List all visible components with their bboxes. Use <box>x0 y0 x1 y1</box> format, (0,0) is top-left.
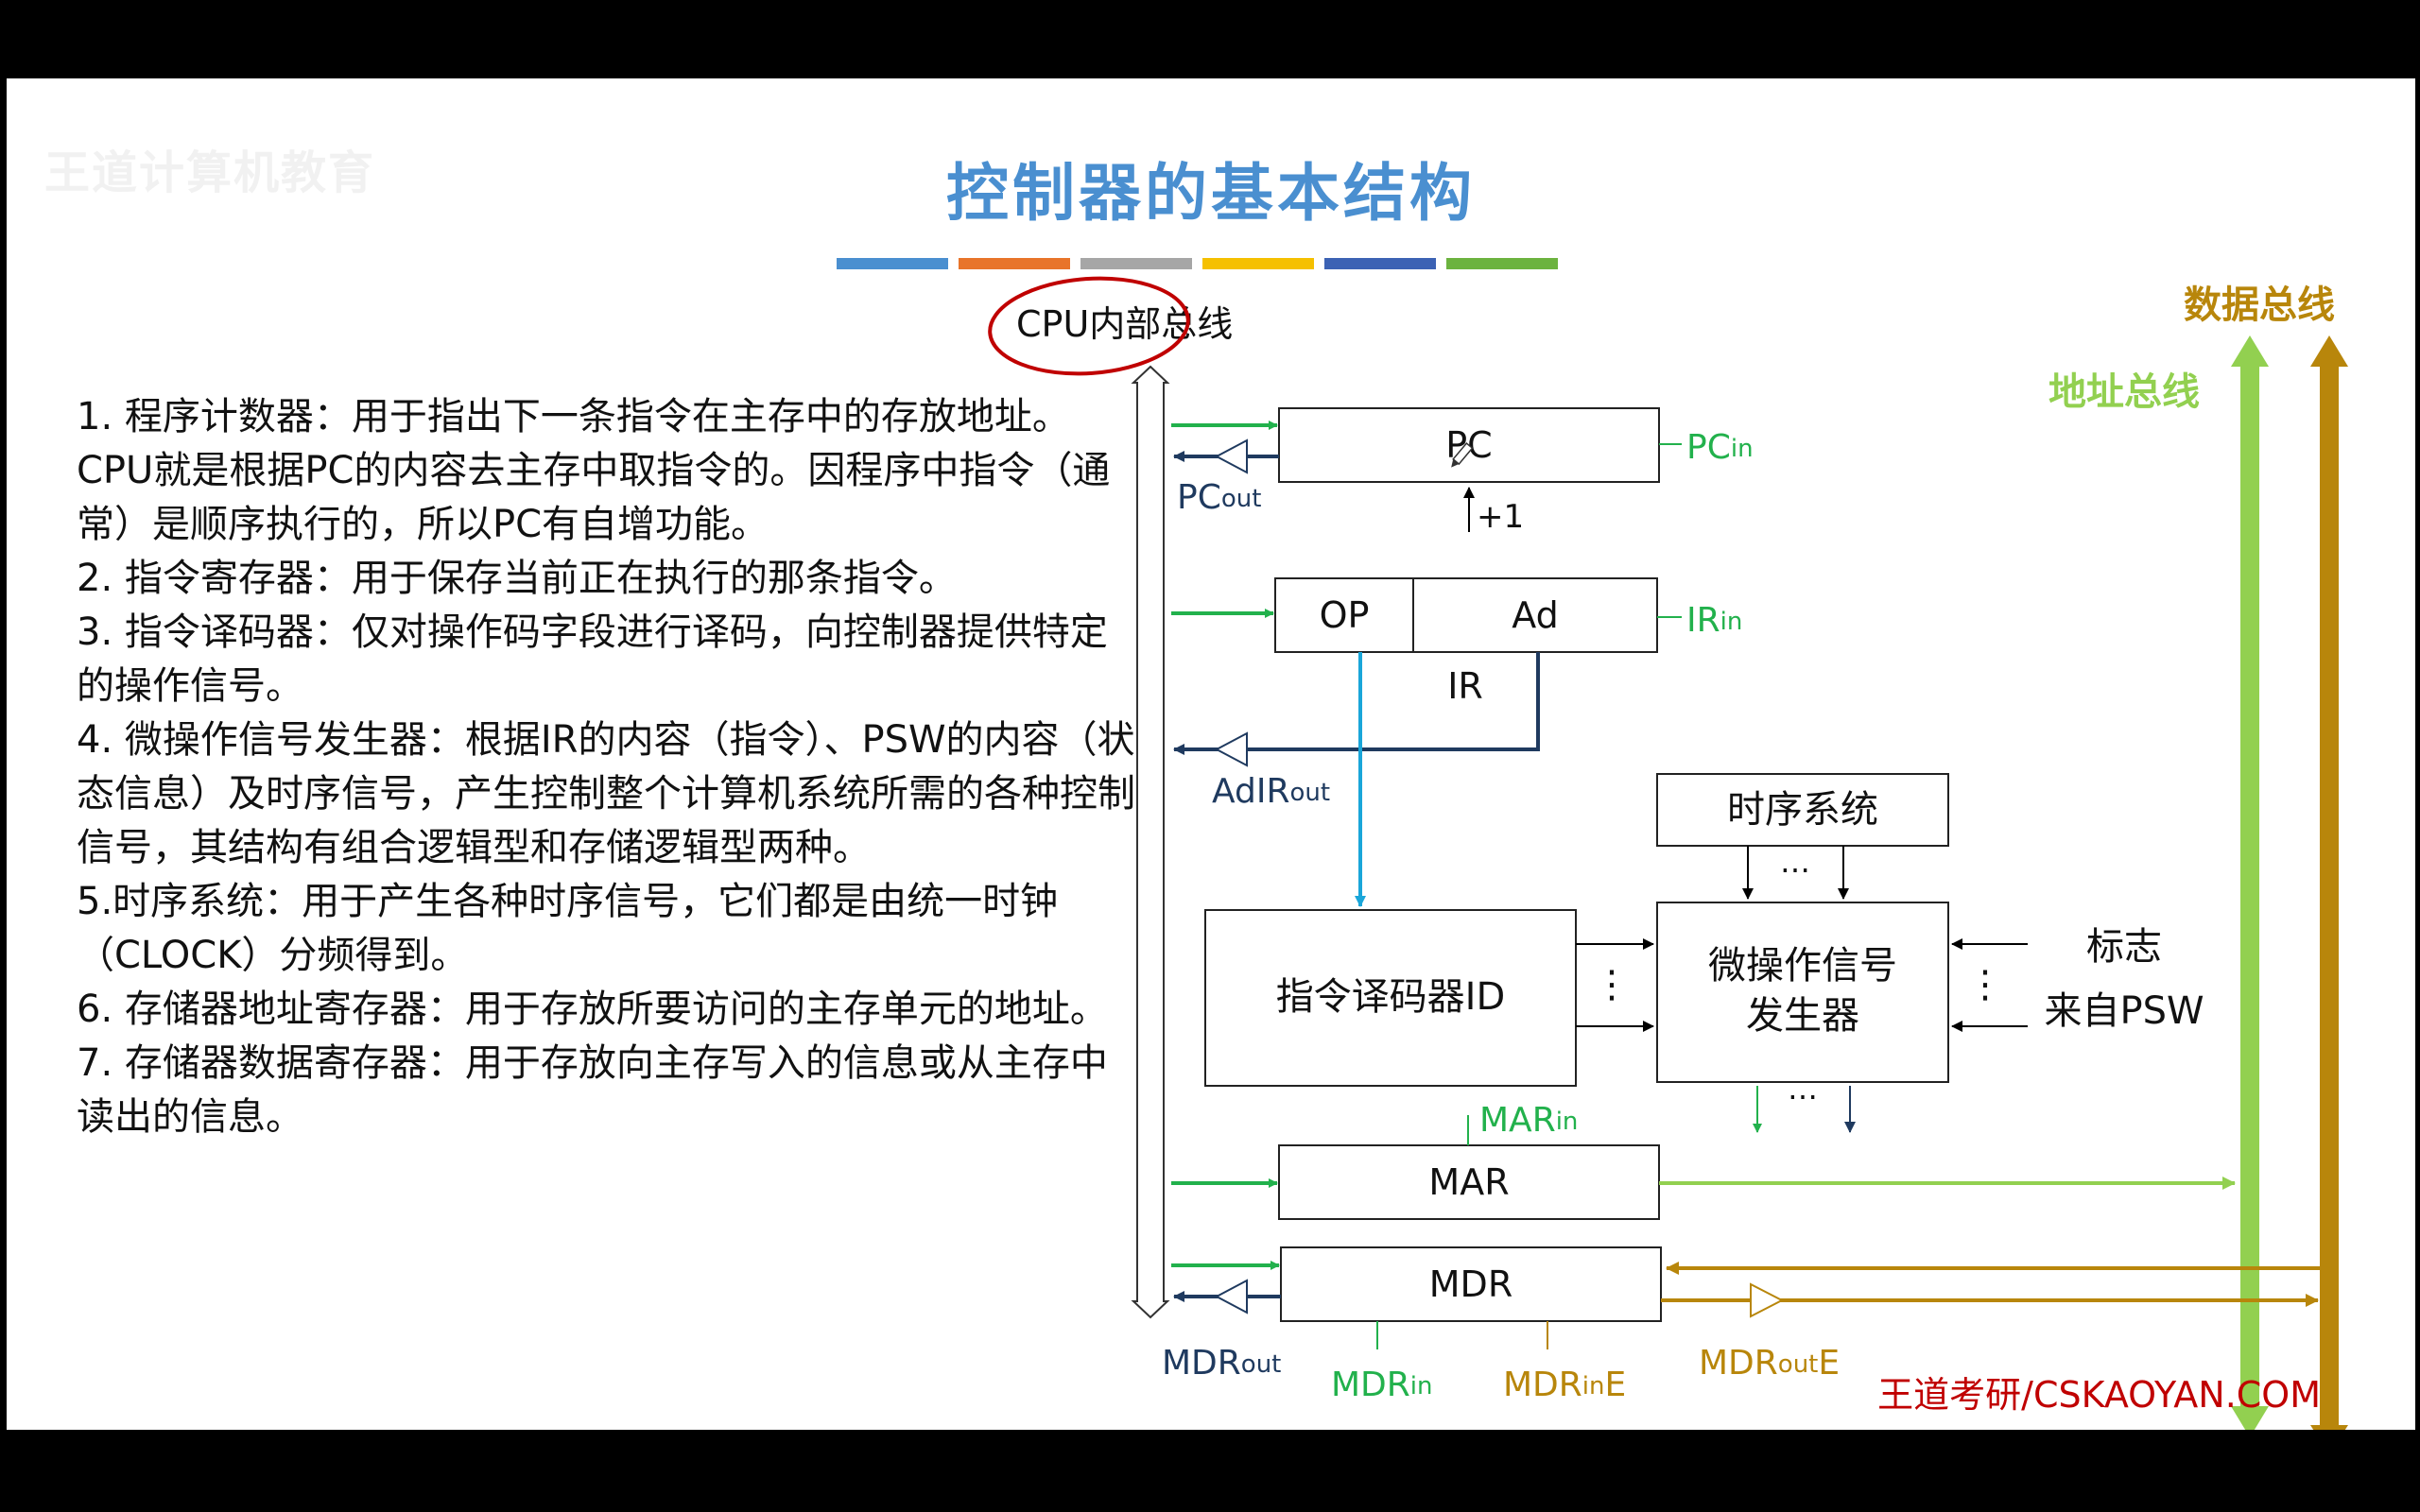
slide-title: 控制器的基本结构 <box>946 157 1476 230</box>
pencil-icon <box>1451 441 1474 468</box>
timing-system-box <box>1656 773 1949 847</box>
description-item-3: 3. 指令译码器：仅对操作码字段进行译码，向控制器提供特定的操作信号。 <box>77 610 1108 708</box>
mar-label: MAR <box>1428 1161 1509 1203</box>
description-item-6: 6. 存储器地址寄存器：用于存放所要访问的主存单元的地址。 <box>77 988 1108 1031</box>
description-item-2: 2. 指令寄存器：用于保存当前正在执行的那条指令。 <box>77 557 957 600</box>
color-bar-segment-5 <box>1324 258 1436 269</box>
adir-out-path <box>1173 652 1540 755</box>
mar-in-label: MARin <box>1479 1101 1578 1140</box>
ir-ad-label: Ad <box>1512 594 1558 636</box>
signal-input-vdots: ⋮ <box>1966 963 2004 1006</box>
signal-generator-box <box>1656 902 1949 1083</box>
watermark-logo: 王道计算机教育 <box>44 146 376 199</box>
cpu-internal-bus <box>1131 365 1170 1319</box>
description-item-7: 7. 存储器数据寄存器：用于存放向主存写入的信息或从主存中读出的信息。 <box>77 1041 1108 1139</box>
pc-increment-label: +1 <box>1477 498 1524 536</box>
address-bus <box>2231 335 2269 1430</box>
from-psw-label: 来自PSW <box>2044 989 2204 1033</box>
color-bar-segment-6 <box>1446 258 1558 269</box>
description-list: 1. 程序计数器：用于指出下一条指令在主存中的存放地址。CPU就是根据PC的内容… <box>77 390 1135 1144</box>
mdr-label: MDR <box>1429 1263 1512 1305</box>
credit-text: 王道考研/CSKAOYAN.COM <box>1877 1374 2321 1416</box>
ir-op-label: OP <box>1320 594 1370 636</box>
address-bus-label: 地址总线 <box>2048 370 2200 414</box>
data-bus <box>2310 335 2348 1430</box>
slide: 王道计算机教育 控制器的基本结构 1. 程序计数器：用于指出下一条指令在主存中的… <box>7 78 2415 1430</box>
color-bar-segment-3 <box>1080 258 1192 269</box>
ir-in-label: IRin <box>1686 601 1742 640</box>
cpu-bus-label: CPU内部总线 <box>1016 303 1233 345</box>
mdr-out-e-label: MDRoutE <box>1699 1344 1840 1383</box>
decoder-box <box>1204 909 1577 1087</box>
pc-out-label: PCout <box>1177 478 1261 517</box>
timing-system-label: 时序系统 <box>1727 788 1878 832</box>
description-item-1: 1. 程序计数器：用于指出下一条指令在主存中的存放地址。CPU就是根据PC的内容… <box>77 395 1111 546</box>
mdr-out-gate <box>1214 1279 1248 1314</box>
title-color-bar <box>837 258 1558 269</box>
flag-label: 标志 <box>2086 925 2162 969</box>
ir-ad-field <box>1412 577 1658 653</box>
mdr-out-e-gate <box>1750 1282 1785 1318</box>
mdr-in-label: MDRin <box>1331 1366 1433 1404</box>
adir-out-label: AdIRout <box>1212 772 1330 811</box>
ir-op-field <box>1274 577 1414 653</box>
description-item-5: 5.时序系统：用于产生各种时序信号，它们都是由统一时钟（CLOCK）分频得到。 <box>77 880 1059 977</box>
decoder-output-vdots: ⋮ <box>1593 963 1631 1006</box>
cpu-bus-label-circle <box>988 276 1190 376</box>
decoder-label: 指令译码器ID <box>1276 975 1506 1019</box>
mdr-register <box>1280 1246 1662 1322</box>
ir-label: IR <box>1447 665 1483 707</box>
color-bar-segment-1 <box>837 258 948 269</box>
pc-in-label: PCin <box>1686 428 1754 467</box>
color-bar-segment-2 <box>959 258 1070 269</box>
description-item-4: 4. 微操作信号发生器：根据IR的内容（指令）、PSW的内容（状态信息）及时序信… <box>77 718 1135 869</box>
signal-output-ellipsis: … <box>1788 1071 1818 1107</box>
color-bar-segment-4 <box>1202 258 1314 269</box>
pc-out-gate <box>1214 438 1248 474</box>
adir-out-gate <box>1214 731 1248 767</box>
data-bus-label: 数据总线 <box>2184 284 2335 327</box>
timing-ellipsis: … <box>1780 844 1810 880</box>
mar-register <box>1278 1144 1660 1220</box>
mdr-out-label: MDRout <box>1162 1344 1281 1383</box>
signal-generator-label-line2: 发生器 <box>1746 994 1859 1038</box>
controller-diagram: CPU内部总线 地址总线 数据总线 PC <box>988 276 2348 1430</box>
signal-generator-label-line1: 微操作信号 <box>1708 944 1897 988</box>
mdr-in-e-label: MDRinE <box>1503 1366 1626 1404</box>
